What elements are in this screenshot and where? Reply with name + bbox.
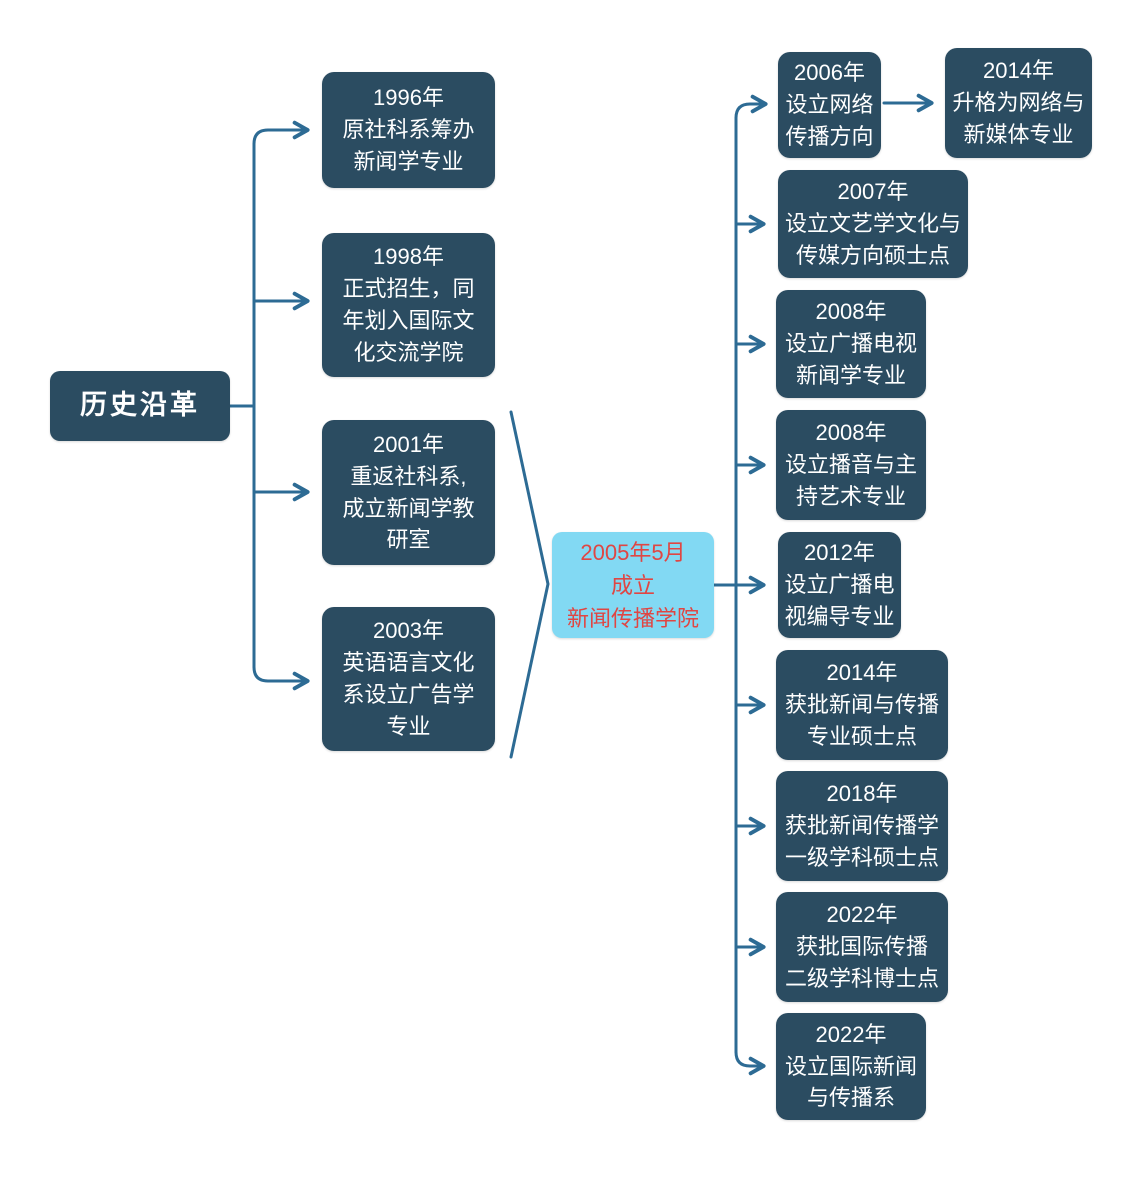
node-2014-masters: 2014年 获批新闻与传播 专业硕士点 <box>776 650 948 760</box>
node-2005-founding: 2005年5月 成立 新闻传播学院 <box>552 532 714 638</box>
connector-to-2003 <box>252 665 310 691</box>
node-2008-tv: 2008年 设立广播电视 新闻学专业 <box>776 290 926 398</box>
node-2012: 2012年 设立广播电 视编导专业 <box>778 532 901 638</box>
node-2014-upgrade: 2014年 升格为网络与 新媒体专业 <box>945 48 1092 158</box>
node-2006: 2006年 设立网络 传播方向 <box>778 52 881 158</box>
node-2022-dept: 2022年 设立国际新闻 与传播系 <box>776 1013 926 1120</box>
node-1996: 1996年 原社科系筹办 新闻学专业 <box>322 72 495 188</box>
connector-converge-chevron <box>509 410 550 759</box>
connector-to-1996 <box>252 120 310 146</box>
node-2008-broadcast: 2008年 设立播音与主 持艺术专业 <box>776 410 926 520</box>
root-node-history: 历史沿革 <box>50 371 230 441</box>
node-1998: 1998年 正式招生，同 年划入国际文 化交流学院 <box>322 233 495 377</box>
connector-to-2006 <box>734 94 768 120</box>
connector-to-2022-dept <box>734 1050 766 1076</box>
node-2007: 2007年 设立文艺学文化与 传媒方向硕士点 <box>778 170 968 278</box>
node-2001: 2001年 重返社科系, 成立新闻学教 研室 <box>322 420 495 565</box>
node-2018: 2018年 获批新闻传播学 一级学科硕士点 <box>776 771 948 881</box>
node-2022-doctoral: 2022年 获批国际传播 二级学科博士点 <box>776 892 948 1002</box>
node-2003: 2003年 英语语言文化 系设立广告学 专业 <box>322 607 495 751</box>
